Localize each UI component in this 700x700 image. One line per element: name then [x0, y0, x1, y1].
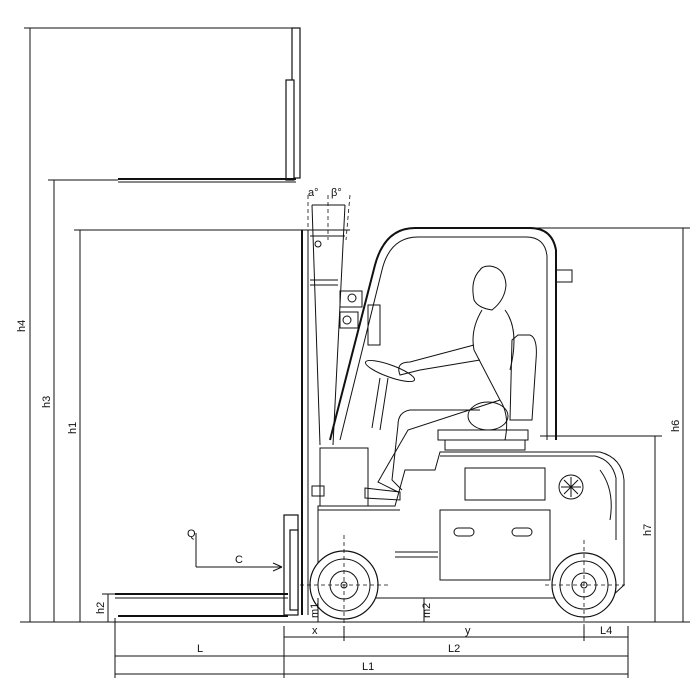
dim-l1-label: L1	[362, 661, 374, 673]
dim-m2-label: m2	[421, 603, 433, 618]
load-center-marker	[195, 533, 283, 572]
dim-h1-label: h1	[67, 422, 79, 434]
dim-y-label: y	[465, 625, 471, 637]
rear-wheel	[545, 540, 625, 640]
vertical-dimensions-left	[24, 27, 305, 622]
dim-l2-label: L2	[448, 643, 460, 655]
dim-l4-label: L4	[600, 625, 612, 637]
load-q-label: Q	[187, 528, 196, 540]
operator-figure	[364, 265, 515, 501]
dim-h3-label: h3	[41, 396, 53, 408]
load-center-label: C	[235, 554, 243, 566]
dim-h4-label: h4	[16, 320, 28, 332]
overhead-guard	[329, 227, 573, 441]
dim-l-label: L	[197, 643, 203, 655]
dim-x-label: x	[312, 625, 318, 637]
front-wheel	[300, 535, 388, 640]
dim-m1-label: m1	[309, 603, 321, 618]
dim-h6-label: h6	[670, 420, 682, 432]
tilt-forward-label: a°	[308, 187, 319, 199]
chassis	[311, 447, 625, 599]
tilt-back-label: β°	[331, 187, 342, 199]
mast	[301, 194, 351, 615]
dim-h2-label: h2	[95, 602, 107, 614]
vertical-dimensions-right	[530, 227, 690, 622]
clearance-dimensions	[317, 598, 425, 622]
horizontal-dimensions	[114, 618, 629, 678]
lowered-fork	[115, 514, 299, 617]
dim-h7-label: h7	[642, 524, 654, 536]
raised-fork	[118, 27, 301, 183]
seat	[437, 334, 537, 451]
